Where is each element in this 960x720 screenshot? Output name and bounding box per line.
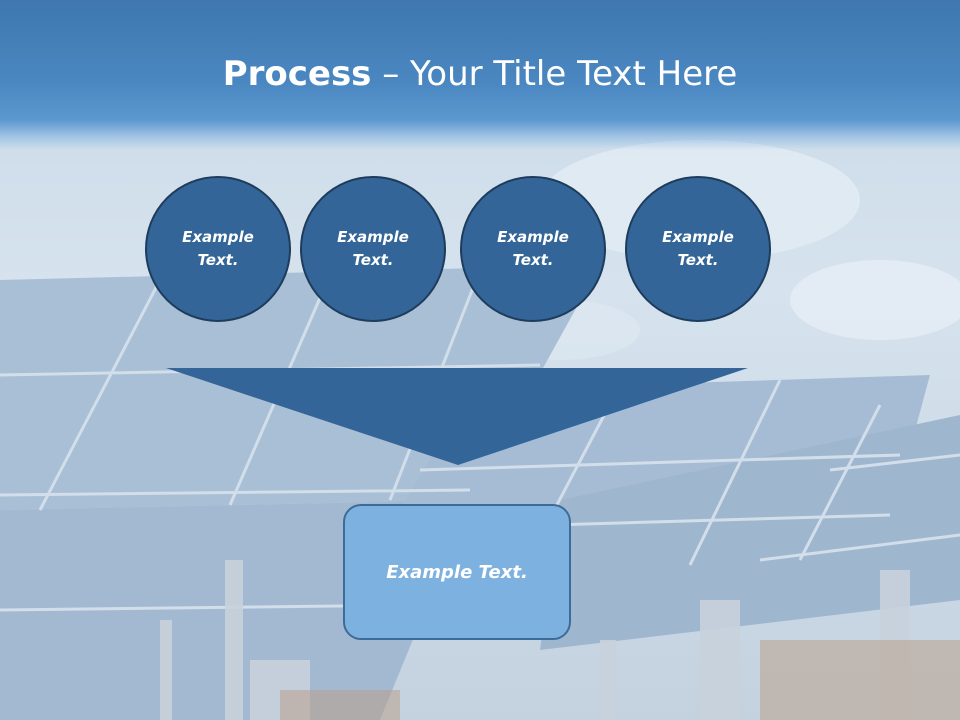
process-circle-4: Example Text.: [625, 176, 771, 322]
process-circle-2: Example Text.: [300, 176, 446, 322]
process-circle-3: Example Text.: [460, 176, 606, 322]
process-circle-2-label: Example Text.: [337, 228, 409, 269]
process-circle-1-label: Example Text.: [182, 228, 254, 269]
title-banner: [0, 0, 960, 150]
result-box-label: Example Text.: [386, 561, 528, 583]
slide-title: Process – Your Title Text Here: [0, 52, 960, 96]
funnel-arrow: [166, 368, 748, 465]
title-bold-part: Process: [222, 54, 372, 94]
result-box: Example Text.: [343, 504, 571, 640]
process-circle-4-label: Example Text.: [662, 228, 734, 269]
process-circle-3-label: Example Text.: [497, 228, 569, 269]
process-circle-1: Example Text.: [145, 176, 291, 322]
title-rest-part: – Your Title Text Here: [371, 54, 738, 94]
